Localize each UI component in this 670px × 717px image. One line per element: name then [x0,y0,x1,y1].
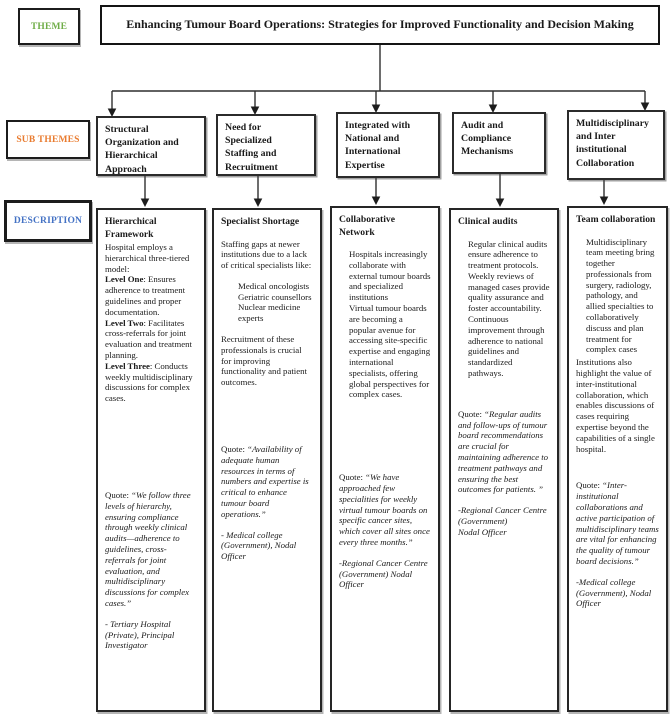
theme-label-box: THEME [18,8,80,45]
subthemes-label: SUB THEMES [16,134,80,145]
description-content: Regular clinical audits ensure adherence… [458,239,550,538]
subtheme-heading: Multidisciplinary and Inter institutiona… [576,118,649,169]
theme-title: Enhancing Tumour Board Operations: Strat… [126,17,634,32]
desc-body: Hospitals increasingly collaborate with … [349,249,431,400]
description-box-structural: Hierarchical Framework Hospital employs … [96,208,206,712]
subtheme-box-audit: Audit and Compliance Mechanisms [452,112,546,174]
subthemes-label-box: SUB THEMES [6,120,90,159]
subtheme-heading: Need for Specialized Staffing and Recrui… [225,122,278,173]
subtheme-box-structural: Structural Organization and Hierarchical… [96,116,206,176]
description-box-collaboration: Team collaboration Multidisciplinary tea… [567,206,668,712]
subtheme-heading: Structural Organization and Hierarchical… [105,124,179,175]
desc-quote: Quote: “We follow three levels of hierar… [105,489,193,608]
description-box-audit: Clinical audits Regular clinical audits … [449,208,559,712]
desc-quote: Quote: “Inter-institutional collaboratio… [576,480,662,567]
arrowhead [495,198,505,207]
desc-attrib: -Regional Cancer Centre (Government) Nod… [458,505,547,537]
desc-gap [458,379,550,399]
description-box-staffing: Specialist Shortage Staffing gaps at new… [212,208,322,712]
description-title: Collaborative Network [339,214,395,238]
desc-attrib: -Regional Cancer Centre (Government) Nod… [339,557,430,590]
theme-label: THEME [30,21,68,32]
description-label-box: DESCRIPTION [4,200,92,242]
arrowhead [253,198,263,207]
description-content: Multidisciplinary team meeting bring tog… [576,237,659,610]
desc-body: Recruitment of these professionals is cr… [221,334,310,388]
arrowhead [371,196,381,205]
description-title: Team collaboration [576,214,656,225]
desc-attrib: - Medical college (Government), Nodal Of… [221,529,299,562]
desc-attrib: - Tertiary Hospital (Private), Principal… [105,618,177,651]
desc-gap [105,404,197,480]
desc-gap [576,454,659,470]
desc-quote: Quote: “We have approached few specialit… [339,472,433,547]
description-title: Clinical audits [458,216,518,227]
desc-gap [339,400,431,462]
description-content: Hospitals increasingly collaborate with … [339,249,431,590]
description-label: DESCRIPTION [13,216,83,226]
subtheme-heading: Integrated with National and Internation… [345,120,411,171]
subtheme-box-collaboration: Multidisciplinary and Inter institutiona… [567,110,665,180]
desc-body: Institutions also highlight the value of… [576,357,658,454]
description-title: Specialist Shortage [221,216,300,227]
description-box-expertise: Collaborative Network Hospitals increasi… [330,206,440,712]
subtheme-box-staffing: Need for Specialized Staffing and Recrui… [216,114,316,176]
description-content: Hospital employs a hierarchical three-ti… [105,242,197,651]
desc-body: Staffing gaps at newer institutions due … [221,238,312,271]
desc-attrib: -Medical college (Government), Nodal Off… [576,576,654,609]
arrowhead [599,196,609,205]
description-content: Staffing gaps at newer institutions due … [221,239,313,563]
desc-body: Hospital employs a hierarchical three-ti… [105,242,195,404]
desc-body: Multidisciplinary team meeting bring tog… [586,236,657,355]
arrowhead [140,198,150,207]
description-title: Hierarchical Framework [105,216,157,240]
desc-body: Medical oncologists Geriatric counsellor… [238,280,312,324]
theme-title-box: Enhancing Tumour Board Operations: Strat… [100,5,660,45]
desc-quote: Quote: “Availability of adequate human r… [221,444,311,519]
subtheme-heading: Audit and Compliance Mechanisms [461,120,514,158]
desc-body: Regular clinical audits ensure adherence… [468,238,550,379]
desc-quote: Quote: “Regular audits and follow-ups of… [458,408,551,495]
desc-gap [221,388,313,434]
subtheme-box-expertise: Integrated with National and Internation… [336,112,440,178]
